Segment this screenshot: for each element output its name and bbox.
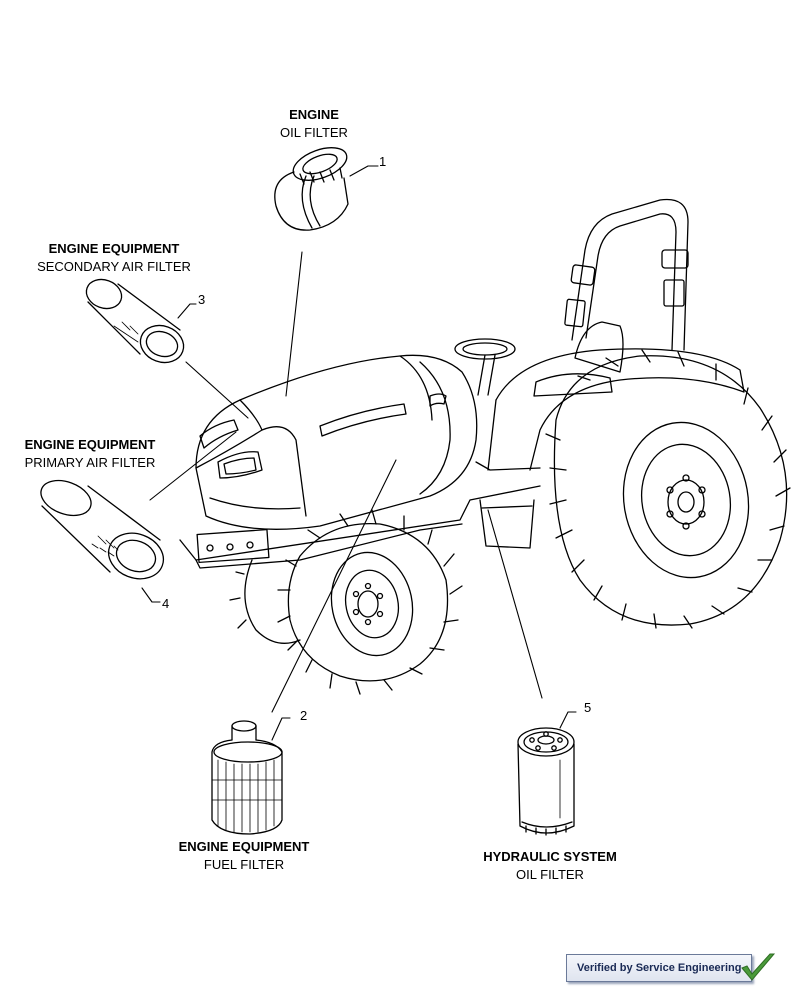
engine-oil-filter-drawing — [274, 147, 349, 231]
label-heading: ENGINE — [289, 107, 339, 122]
secondary-air-filter-drawing — [85, 278, 185, 364]
primary-air-filter-drawing — [40, 479, 165, 580]
label-hydraulic-oil-filter: HYDRAULIC SYSTEM OIL FILTER — [460, 848, 640, 884]
verified-badge-text: Verified by Service Engineering — [577, 962, 742, 974]
label-fuel-filter: ENGINE EQUIPMENT FUEL FILTER — [154, 838, 334, 874]
label-heading: ENGINE EQUIPMENT — [24, 437, 156, 452]
label-subtitle: FUEL FILTER — [203, 857, 285, 872]
callout-5: 5 — [584, 700, 592, 715]
callout-4: 4 — [162, 596, 170, 611]
fuel-filter-drawing — [211, 720, 283, 835]
verified-badge: Verified by Service Engineering — [566, 954, 752, 982]
leader-lines — [141, 165, 577, 741]
label-primary-air-filter: ENGINE EQUIPMENT PRIMARY AIR FILTER — [0, 436, 180, 472]
tractor-illustration — [179, 198, 791, 695]
label-subtitle: SECONDARY AIR FILTER — [37, 259, 191, 274]
callout-3: 3 — [198, 292, 206, 307]
callout-1: 1 — [379, 154, 387, 169]
label-heading: HYDRAULIC SYSTEM — [483, 849, 617, 864]
hydraulic-oil-filter-drawing — [517, 727, 575, 836]
label-subtitle: OIL FILTER — [280, 125, 348, 140]
label-heading: ENGINE EQUIPMENT — [178, 839, 310, 854]
label-engine-oil-filter: ENGINE OIL FILTER — [234, 106, 394, 142]
check-mark-icon — [741, 953, 776, 981]
label-secondary-air-filter: ENGINE EQUIPMENT SECONDARY AIR FILTER — [14, 240, 214, 276]
label-subtitle: PRIMARY AIR FILTER — [24, 455, 156, 470]
label-subtitle: OIL FILTER — [516, 867, 584, 882]
callout-2: 2 — [300, 708, 308, 723]
label-heading: ENGINE EQUIPMENT — [48, 241, 180, 256]
